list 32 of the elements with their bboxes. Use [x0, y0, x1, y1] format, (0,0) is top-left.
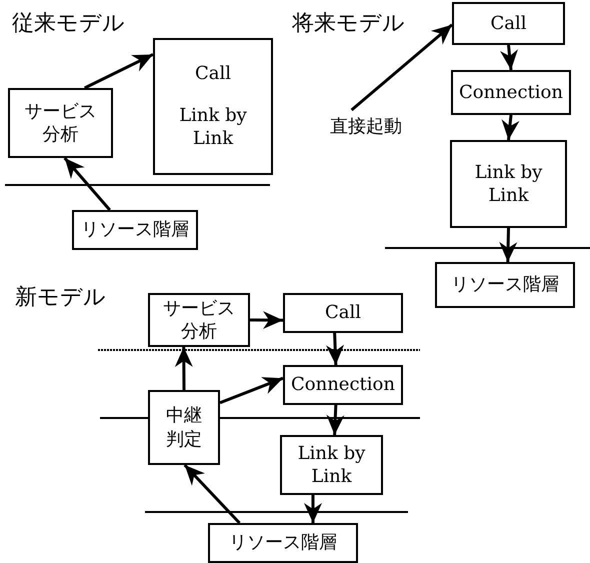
process-box: Connection	[283, 365, 403, 405]
process-box: Link by Link	[280, 435, 383, 495]
arrow	[184, 464, 241, 524]
arrow	[304, 495, 322, 523]
arrow	[326, 404, 344, 436]
arrow	[250, 311, 284, 330]
arrow	[84, 53, 154, 90]
arrow	[500, 44, 518, 70]
process-box: Connection	[451, 70, 571, 115]
arrow	[219, 376, 284, 404]
arrow	[350, 24, 453, 112]
arrow	[174, 346, 193, 390]
process-box: サービス分析	[148, 293, 250, 347]
model-heading: 従来モデル	[12, 10, 125, 38]
process-box: Call	[283, 293, 403, 333]
model-heading: 将来モデル	[292, 10, 405, 38]
process-box: リソース階層	[435, 262, 575, 308]
process-box: サービス分析	[8, 88, 113, 158]
box-text: Link by Link	[178, 104, 248, 151]
arrow	[499, 228, 518, 262]
box-text: Call	[194, 62, 232, 86]
arrow	[326, 332, 344, 366]
annotation-text: 直接起動	[318, 110, 414, 144]
arrow	[64, 157, 111, 211]
process-box: リソース階層	[72, 210, 198, 250]
process-box: Call	[452, 2, 565, 45]
process-box: リソース階層	[208, 523, 358, 563]
process-box: Link by Link	[450, 140, 567, 228]
model-heading: 新モデル	[15, 284, 106, 312]
process-box	[153, 38, 273, 175]
process-box: 中継判定	[148, 390, 220, 465]
arrow	[502, 114, 520, 140]
